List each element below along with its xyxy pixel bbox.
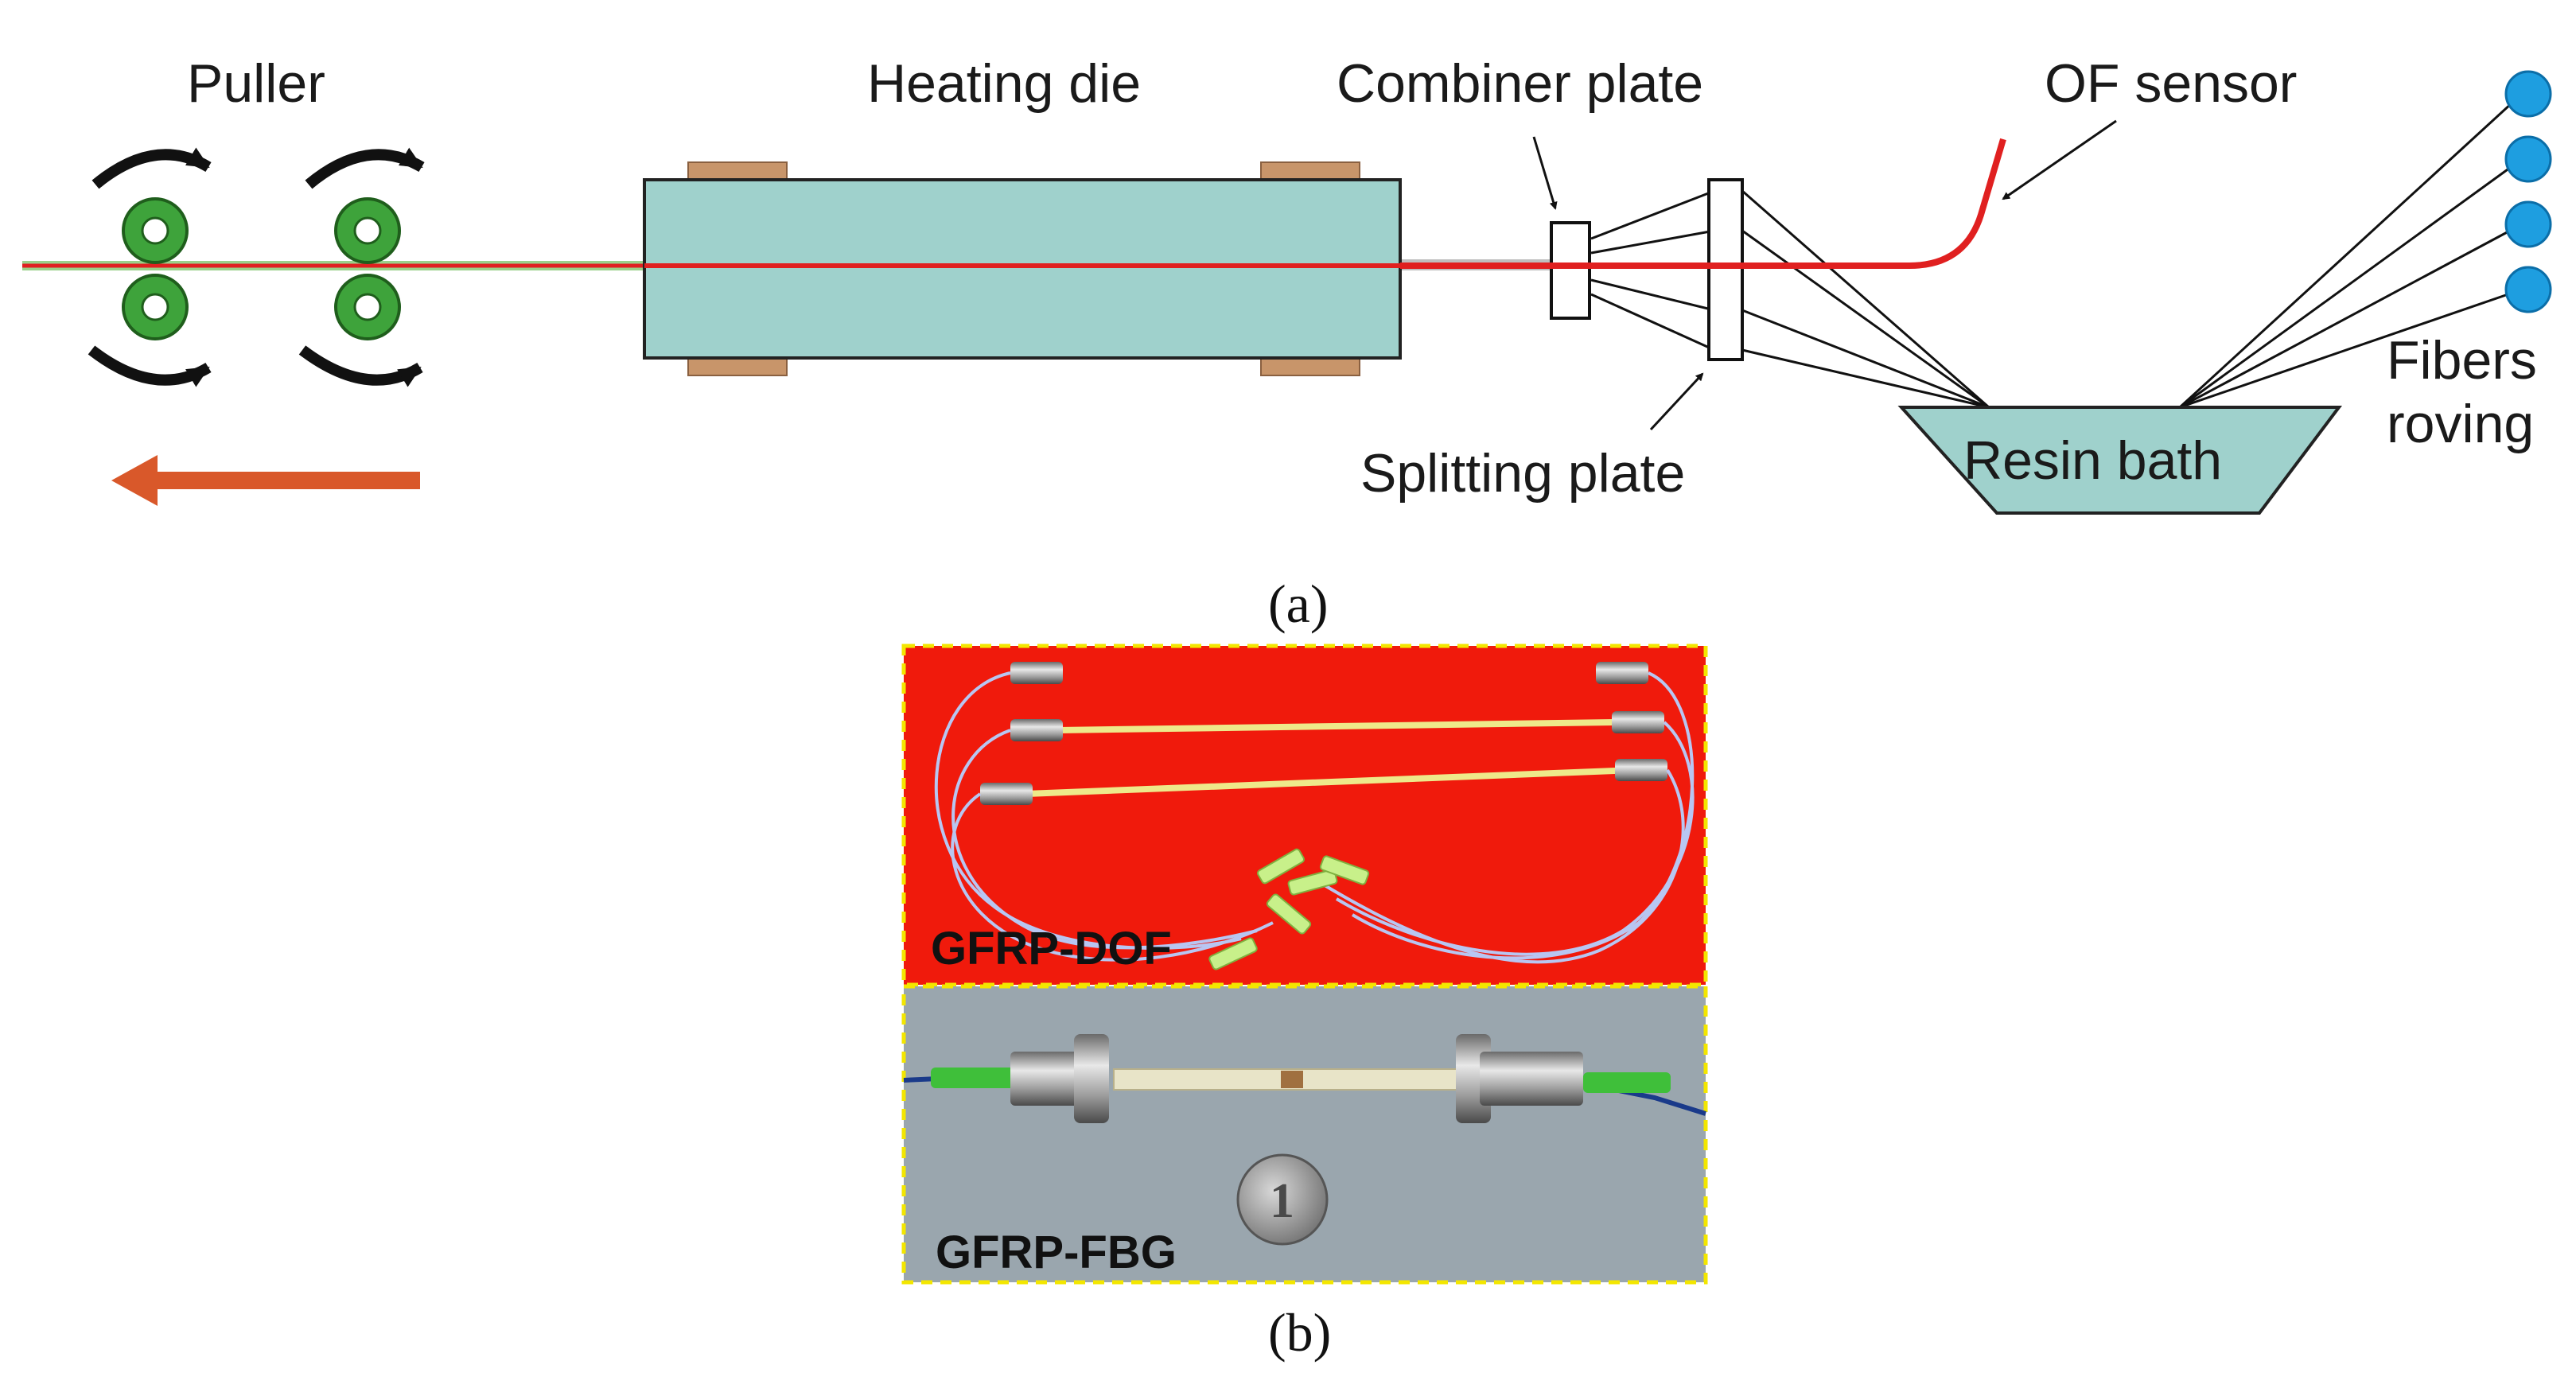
caption-a: (a) bbox=[1268, 574, 1328, 634]
photo-label-dof: GFRP-DOF bbox=[931, 923, 1172, 974]
photo-label-fbg: GFRP-FBG bbox=[936, 1227, 1177, 1278]
fiber-spools: Fibers roving bbox=[2387, 70, 2552, 454]
spool bbox=[2504, 266, 2552, 313]
fiber-bundle bbox=[1590, 92, 2523, 409]
combiner-plate: Combiner plate bbox=[1337, 53, 1703, 320]
resin-bath-label: Resin bath bbox=[1963, 430, 2222, 491]
roller bbox=[122, 197, 189, 264]
roller bbox=[334, 197, 401, 264]
photo-gfrp-fbg: 1 GFRP-FBG bbox=[901, 984, 1708, 1285]
resin-bath: Resin bath bbox=[1897, 406, 2343, 515]
curved-arrow-icon bbox=[88, 147, 425, 387]
fibers-label-line2: roving bbox=[2387, 394, 2534, 454]
combiner-plate-label: Combiner plate bbox=[1337, 53, 1703, 114]
photo-panel: GFRP-DOF 1 GFRP-FBG bbox=[901, 644, 1708, 1363]
roller bbox=[122, 274, 189, 340]
puller-label: Puller bbox=[187, 53, 325, 114]
pultrusion-diagram: Puller Heating die bbox=[22, 53, 2552, 634]
splitting-plate-label: Splitting plate bbox=[1360, 443, 1685, 504]
of-sensor: OF sensor bbox=[1400, 53, 2297, 269]
roller bbox=[334, 274, 401, 340]
svg-text:1: 1 bbox=[1270, 1174, 1294, 1228]
fibers-label-line1: Fibers bbox=[2387, 330, 2537, 391]
spool bbox=[2504, 70, 2552, 118]
left-arrow-icon bbox=[111, 455, 420, 506]
puller: Puller bbox=[88, 53, 425, 506]
heating-die: Heating die bbox=[643, 53, 1402, 376]
splitting-plate: Splitting plate bbox=[1360, 178, 1744, 504]
heating-die-label: Heating die bbox=[867, 53, 1141, 114]
spool bbox=[2504, 200, 2552, 248]
photo-gfrp-dof: GFRP-DOF bbox=[901, 644, 1708, 987]
spool bbox=[2504, 135, 2552, 183]
of-sensor-label: OF sensor bbox=[2045, 53, 2297, 114]
coin: 1 bbox=[1236, 1153, 1329, 1246]
caption-b: (b) bbox=[1268, 1302, 1331, 1363]
